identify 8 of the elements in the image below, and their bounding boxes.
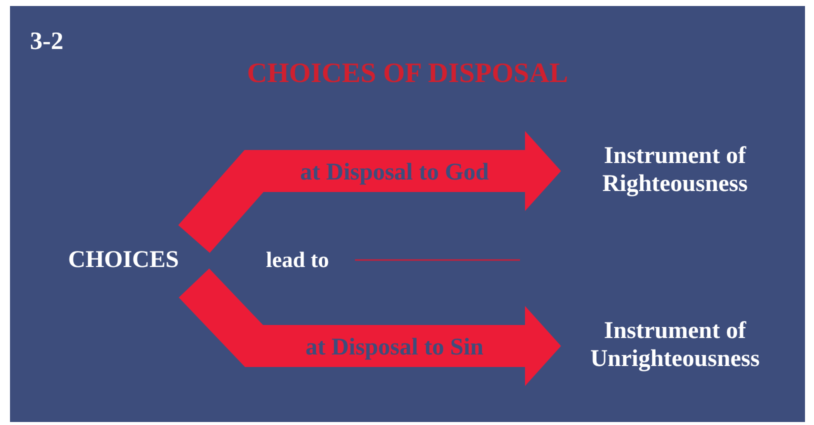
figure-number: 3-2 xyxy=(30,28,64,56)
node-label: Instrument of Righteousness xyxy=(601,143,749,199)
title: CHOICES OF DISPOSAL xyxy=(246,58,570,90)
edge-label: at Disposal to Sin xyxy=(305,334,484,362)
edge-label: at Disposal to God xyxy=(300,160,489,186)
node-label: Instrument of Unrighteousness xyxy=(589,318,761,374)
node-label: CHOICES xyxy=(68,247,179,275)
connector-text: lead to xyxy=(266,247,329,273)
